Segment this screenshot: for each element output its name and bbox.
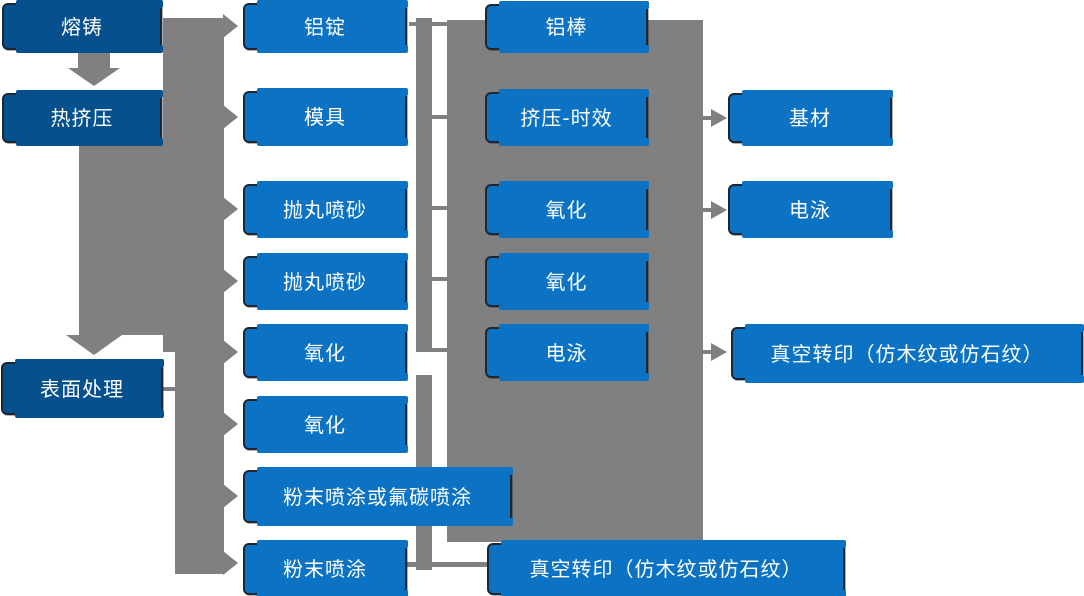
arrowhead-to-paowanpensha2: [223, 269, 238, 293]
arrowhead-to-paowanpensha1: [223, 197, 238, 221]
node-dianyong-c4: 电泳: [728, 181, 893, 238]
arrowhead-to-lvding: [223, 14, 238, 38]
node-jiya-shixiao: 挤压-时效: [485, 89, 649, 146]
arrowhead-down-biaomianchuli: [66, 335, 122, 355]
connector-fenmopentu-zhenkong: [405, 562, 487, 567]
node-yanghua-c2a: 氧化: [243, 324, 408, 381]
node-fenmopentu: 粉末喷涂: [243, 540, 408, 596]
arrowhead-to-fenmopentu: [223, 551, 238, 575]
node-muju: 模具: [243, 88, 408, 146]
arrowhead-down-rejiya: [68, 68, 120, 86]
connector-trunk-mass: [79, 145, 163, 335]
connector-rung-row3: [432, 206, 447, 210]
connector-biaomianchuli-link: [163, 387, 176, 391]
connector-rung-row1: [432, 22, 447, 26]
connector-trunk-upper: [163, 18, 224, 352]
node-jicai: 基材: [728, 90, 893, 146]
arrowhead-to-zhenkong-right: [711, 343, 727, 361]
connector-stem-zhenkong: [703, 350, 712, 354]
arrowhead-to-dianyong-c4: [711, 201, 727, 219]
node-yanghua-c2b: 氧化: [243, 396, 408, 453]
node-fenmo-futan: 粉末喷涂或氟碳喷涂: [243, 467, 513, 526]
connector-rongzhu-down: [78, 50, 110, 68]
connector-stem-dianyong: [703, 208, 712, 212]
connector-ladder-bar-upper: [416, 18, 432, 352]
node-rongzhu: 熔铸: [2, 0, 163, 53]
connector-rung-row4: [432, 277, 447, 281]
connector-rung-row5: [432, 348, 447, 352]
node-lvding: 铝锭: [243, 0, 408, 53]
node-yanghua-c3a: 氧化: [485, 181, 649, 238]
connector-rung-row2: [432, 115, 447, 119]
connector-rung-lvding-left: [409, 22, 416, 26]
node-zhenkong-bottom: 真空转印（仿木纹或仿石纹）: [487, 540, 846, 596]
arrowhead-to-muju: [223, 105, 238, 129]
arrowhead-to-fenmo-futan: [223, 484, 238, 508]
node-zhenkong-right: 真空转印（仿木纹或仿石纹）: [731, 324, 1084, 383]
node-paowanpensha1: 抛丸喷砂: [243, 181, 408, 238]
node-rejiya: 热挤压: [2, 90, 163, 146]
connector-stem-jicai: [703, 116, 712, 120]
arrowhead-to-jicai: [711, 109, 727, 127]
arrowhead-to-yanghua-c2a: [223, 340, 238, 364]
node-dianyong-c3: 电泳: [485, 324, 649, 381]
node-lvbang: 铝棒: [485, 1, 649, 53]
node-biaomianchuli: 表面处理: [1, 359, 164, 418]
node-yanghua-c3b: 氧化: [485, 253, 649, 310]
arrowhead-to-yanghua-c2b: [223, 412, 238, 436]
node-paowanpensha2: 抛丸喷砂: [243, 253, 408, 310]
connector-trunk-lower: [175, 352, 224, 574]
